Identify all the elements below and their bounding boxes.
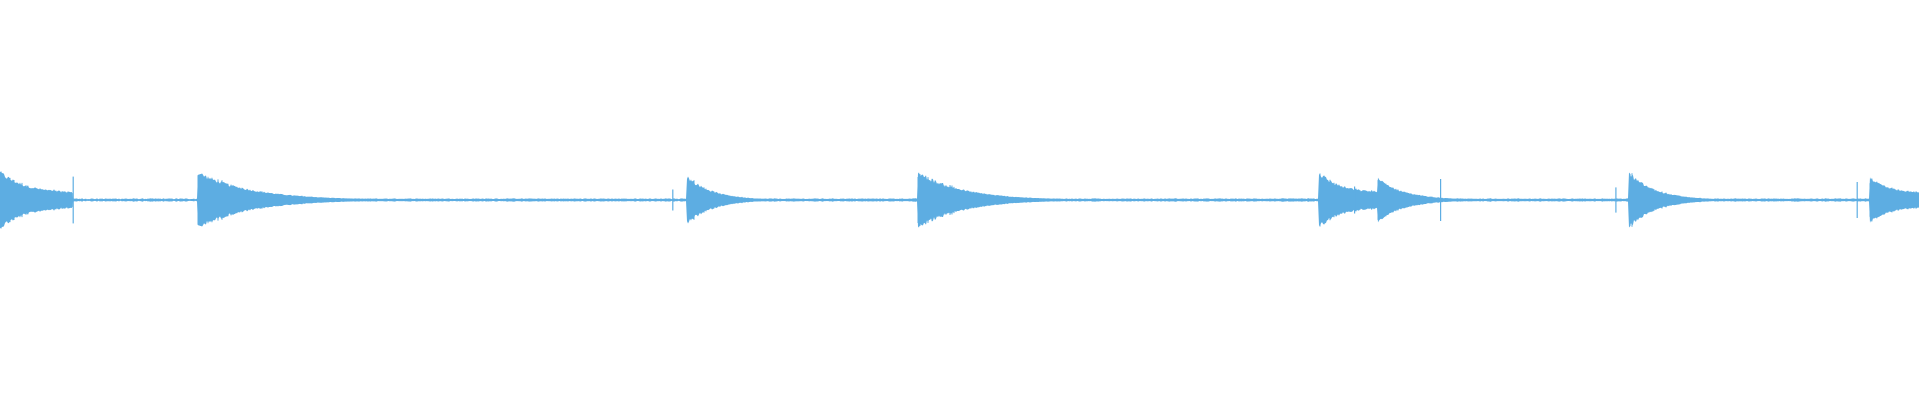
waveform-track [0,170,1919,230]
